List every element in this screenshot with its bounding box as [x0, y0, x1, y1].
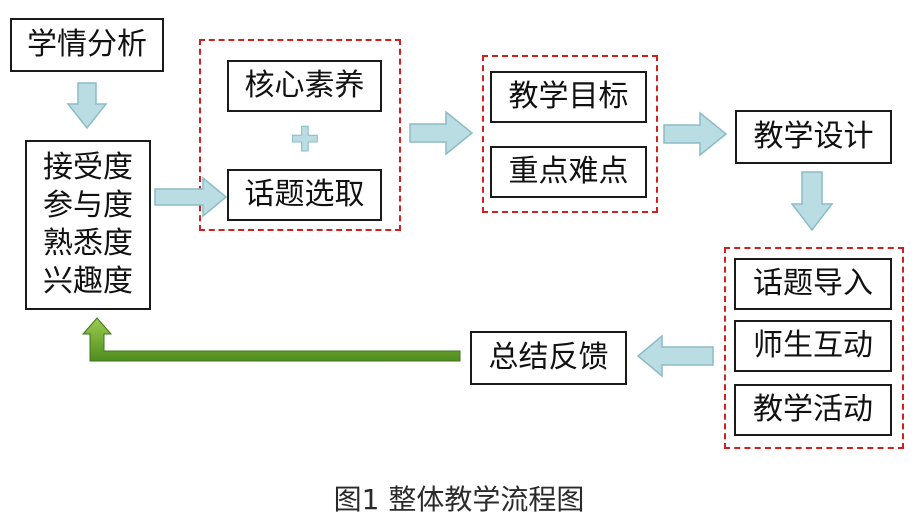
node-topic-intro-label: 话题导入: [753, 266, 873, 301]
node-learner-analysis: 学情分析: [10, 18, 164, 72]
node-teaching-design-label: 教学设计: [753, 119, 874, 154]
node-core-literacy: 核心素养: [227, 60, 382, 112]
metric-familiarity: 熟悉度: [43, 226, 133, 261]
node-topic-selection-label: 话题选取: [244, 177, 365, 212]
arrow-down-design: [790, 171, 834, 232]
arrow-feedback-loop: [81, 317, 461, 362]
group-goals: [482, 55, 658, 213]
arrow-right-goals: [409, 110, 474, 156]
metric-participation: 参与度: [43, 188, 133, 223]
arrow-down-analysis: [66, 82, 108, 130]
group-core-topic: [199, 39, 401, 231]
node-topic-intro: 话题导入: [734, 258, 892, 310]
figure-caption: 图1 整体教学流程图: [333, 483, 585, 516]
node-interaction-label: 师生互动: [753, 328, 873, 363]
node-core-literacy-label: 核心素养: [244, 68, 365, 103]
node-teacher-student-interaction: 师生互动: [734, 320, 892, 372]
node-teaching-goals-label: 教学目标: [508, 79, 629, 114]
node-teaching-goals: 教学目标: [490, 71, 647, 123]
node-topic-selection: 话题选取: [227, 169, 382, 221]
metric-interest: 兴趣度: [43, 264, 133, 299]
arrow-right-metrics: [154, 176, 228, 218]
node-teaching-activities: 教学活动: [734, 384, 892, 436]
node-key-difficulties-label: 重点难点: [508, 154, 629, 189]
group-classroom: [724, 247, 904, 449]
node-metrics: 接受度 参与度 熟悉度 兴趣度: [25, 140, 151, 310]
arrow-left-summary: [636, 334, 714, 378]
node-teaching-activities-label: 教学活动: [753, 392, 873, 427]
plus-icon: ✚: [290, 120, 320, 160]
node-summary-feedback: 总结反馈: [470, 331, 627, 385]
node-learner-analysis-label: 学情分析: [27, 27, 147, 62]
metric-acceptance: 接受度: [43, 150, 133, 185]
node-key-difficulties: 重点难点: [490, 146, 647, 198]
arrow-right-design: [663, 111, 728, 157]
node-summary-feedback-label: 总结反馈: [488, 340, 609, 375]
node-teaching-design: 教学设计: [735, 110, 892, 164]
